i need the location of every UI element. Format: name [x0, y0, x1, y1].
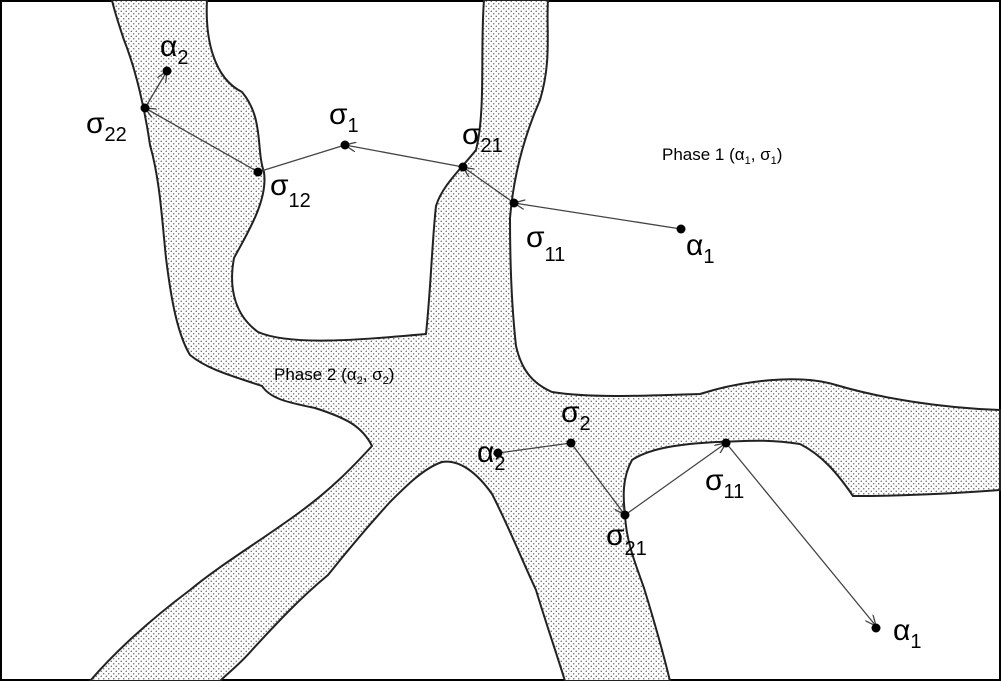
vector-alpha1-to-sigma11	[514, 203, 682, 230]
label-sigma21-top: σ21	[462, 118, 503, 157]
point-alpha1-top	[676, 224, 686, 234]
vector-sigma11-to-alpha1	[725, 442, 876, 626]
label-sigma22: σ22	[86, 107, 127, 146]
point-sigma2	[566, 438, 576, 448]
vector-sigma22-to-alpha2	[144, 71, 167, 109]
label-sigma1: σ1	[329, 98, 359, 137]
label-sigma12: σ12	[270, 169, 311, 212]
point-sigma21-bottom	[620, 510, 630, 520]
construction-vectors-top	[144, 71, 682, 230]
point-sigma12	[253, 167, 263, 177]
vector-sigma1-to-sigma12	[257, 144, 346, 173]
phase2-region	[89, 0, 1001, 681]
points	[140, 66, 881, 633]
label-sigma11-bottom: σ11	[705, 464, 744, 503]
label-sigma21-bottom: σ21	[606, 519, 647, 560]
point-alpha2-bottom	[493, 448, 503, 458]
construction-vectors-bottom	[497, 442, 876, 626]
vector-sigma11-to-sigma21	[463, 167, 515, 204]
point-alpha1-bottom	[871, 623, 881, 633]
point-sigma11-bottom	[721, 438, 731, 448]
vector-alpha2-to-sigma2	[497, 442, 572, 454]
label-alpha1-top: α1	[686, 229, 714, 268]
label-sigma2: σ2	[561, 396, 591, 435]
point-labels: α2 σ22 σ12 σ1 σ21 σ11 α1 α2 σ2 σ21 σ11 α…	[86, 30, 921, 653]
vector-sigma21-to-sigma1	[345, 145, 464, 168]
vector-sigma21-to-sigma11	[624, 443, 726, 516]
vector-sigma2-to-sigma21	[570, 442, 625, 515]
label-alpha2-bottom: α2	[477, 436, 505, 475]
point-sigma22	[140, 103, 150, 113]
phase1-label: Phase 1 (α1, σ1)	[662, 145, 782, 167]
label-alpha2-top: α2	[160, 30, 188, 69]
vector-sigma12-to-sigma22	[145, 108, 259, 173]
point-alpha2-top	[162, 66, 172, 76]
point-sigma11-top	[509, 198, 519, 208]
label-alpha1-bottom: α1	[893, 614, 921, 653]
point-sigma1	[340, 140, 350, 150]
phase2-label: Phase 2 (α2, σ2)	[274, 365, 394, 387]
label-sigma11-top: σ11	[526, 221, 565, 266]
point-sigma21-top	[458, 162, 468, 172]
